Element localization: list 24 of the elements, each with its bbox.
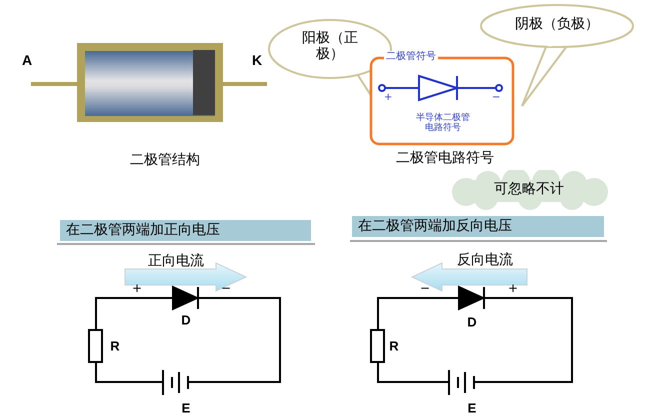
polarity-sign: − [420, 282, 430, 294]
component-label: D [181, 314, 191, 326]
terminal-label: A [22, 53, 32, 67]
polarity-sign: + [384, 92, 392, 104]
bubble-text: 阳极（正极） [301, 30, 359, 62]
component-label: R [389, 340, 399, 352]
polarity-sign: − [492, 92, 500, 104]
component-label: E [468, 402, 476, 414]
panel-title: 二极管符号 [384, 51, 438, 62]
current-label: 反向电流 [457, 253, 513, 267]
polarity-sign: − [220, 282, 232, 294]
figure-caption: 二极管电路符号 [396, 151, 494, 165]
band-text: 在二极管两端加反向电压 [358, 218, 512, 234]
component-label: E [182, 402, 190, 414]
band-text: 在二极管两端加正向电压 [66, 222, 220, 238]
polarity-sign: + [508, 282, 518, 294]
figure-caption: 二极管结构 [130, 153, 200, 167]
cloud-text: 可忽略不计 [493, 181, 565, 198]
panel-caption: 半导体二极管电路符号 [415, 113, 471, 134]
component-label: R [110, 340, 120, 352]
component-label: D [467, 316, 477, 328]
bubble-text: 阴极（负极） [514, 16, 600, 32]
polarity-sign: + [132, 282, 142, 294]
terminal-label: K [252, 53, 262, 67]
